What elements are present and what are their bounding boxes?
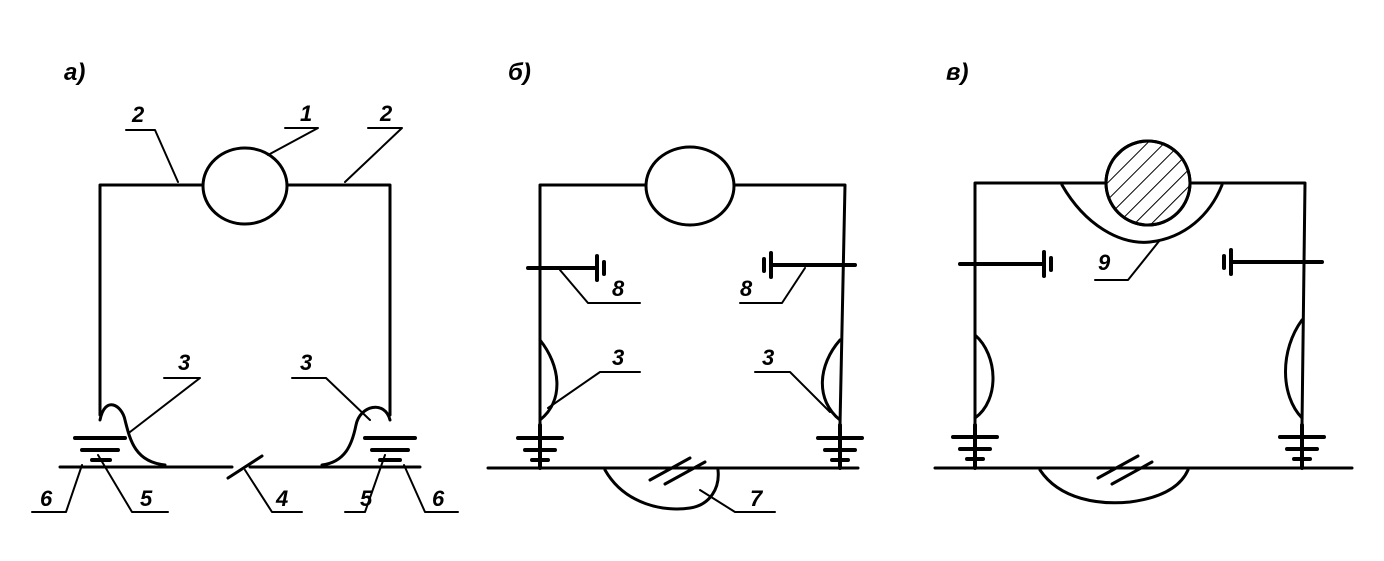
panel-b-wire-right — [732, 183, 847, 427]
panel-c-solder-right — [1284, 318, 1304, 420]
panel-a-label-2-left: 2 — [131, 102, 145, 127]
panel-b-wire-left — [538, 183, 647, 427]
panel-b-solder-left — [538, 338, 559, 422]
panel-c-label-9: 9 — [1098, 250, 1111, 275]
panel-a-leader-5-right — [344, 454, 386, 513]
panel-b-title: б) — [508, 59, 531, 86]
panel-c-solder-left — [973, 333, 995, 420]
panel-a-leader-2-left — [125, 129, 179, 183]
panel-b-meter — [644, 145, 736, 227]
panel-a-label-5-right: 5 — [360, 486, 373, 511]
panel-a-label-2-right: 2 — [379, 101, 393, 126]
panel-a-wire-right — [285, 183, 392, 417]
panel-a-leader-6-left — [31, 464, 83, 513]
panel-b-label-7: 7 — [750, 486, 764, 511]
panel-b-electrode-left — [516, 423, 564, 470]
panel-a-wire-left — [98, 183, 205, 417]
panel-a-solder-right — [320, 405, 392, 467]
panel-a-label-4: 4 — [275, 486, 288, 511]
panel-a-leader-5-left — [97, 454, 169, 513]
panel-a: а) 2 1 2 3 3 4 5 5 6 6 — [31, 59, 459, 513]
panel-c: в) 9 — [933, 59, 1354, 505]
panel-b-label-8-left: 8 — [612, 276, 625, 301]
panel-a-label-1: 1 — [300, 101, 312, 126]
panel-a-leader-1 — [267, 127, 319, 156]
panel-a-solder-left — [98, 403, 167, 467]
panel-c-insulator-bowl — [1060, 183, 1224, 244]
panel-a-leader-4 — [244, 469, 303, 513]
panel-c-probe-right-cell — [1222, 248, 1233, 276]
panel-c-crack — [1096, 454, 1154, 486]
panel-c-probe-left-cell — [1042, 250, 1053, 278]
panel-b-probe-left-cell — [595, 254, 606, 282]
panel-a-leader-2-right — [344, 127, 403, 183]
panel-b-leader-8-right — [739, 267, 806, 304]
panel-b-leader-8-left — [559, 269, 641, 304]
panel-a-label-6-left: 6 — [40, 486, 53, 511]
panel-c-leader-9 — [1094, 239, 1161, 281]
panel-a-leader-3-left — [129, 377, 201, 433]
panel-a-electrode-right — [363, 436, 417, 462]
panel-a-label-3-right: 3 — [300, 350, 312, 375]
panel-c-electrode-left — [951, 423, 999, 470]
panel-b-solder-right — [820, 338, 842, 422]
panel-a-meter — [201, 146, 289, 226]
panel-b-leader-3-right — [754, 371, 831, 413]
panel-c-title: в) — [946, 59, 969, 86]
panel-c-electrode-right — [1278, 423, 1326, 470]
panel-b-label-3-left: 3 — [612, 345, 624, 370]
panel-b-crack — [648, 456, 707, 486]
panel-b-probe-right-cell — [762, 251, 773, 279]
panel-a-label-3-left: 3 — [178, 350, 190, 375]
panel-a-label-5-left: 5 — [140, 486, 153, 511]
panel-c-meter-fill — [1104, 139, 1192, 227]
panel-c-wire-right — [1188, 181, 1307, 427]
panel-a-label-6-right: 6 — [432, 486, 445, 511]
panel-b-label-8-right: 8 — [740, 276, 753, 301]
panel-b-electrode-right — [816, 423, 864, 470]
panel-b-pocket — [603, 468, 720, 511]
panel-b-leader-7 — [699, 489, 776, 513]
panel-b-leader-3-left — [547, 371, 641, 409]
panel-b-label-3-right: 3 — [762, 345, 774, 370]
panel-a-leader-3-right — [291, 377, 371, 421]
panel-a-crack — [226, 454, 264, 480]
panel-c-wire-left — [973, 181, 1107, 427]
panel-a-title: а) — [64, 59, 85, 86]
panel-b: б) 8 8 3 3 7 — [486, 59, 864, 513]
panel-c-pocket — [1038, 468, 1190, 505]
panel-a-leader-6-right — [403, 464, 459, 513]
